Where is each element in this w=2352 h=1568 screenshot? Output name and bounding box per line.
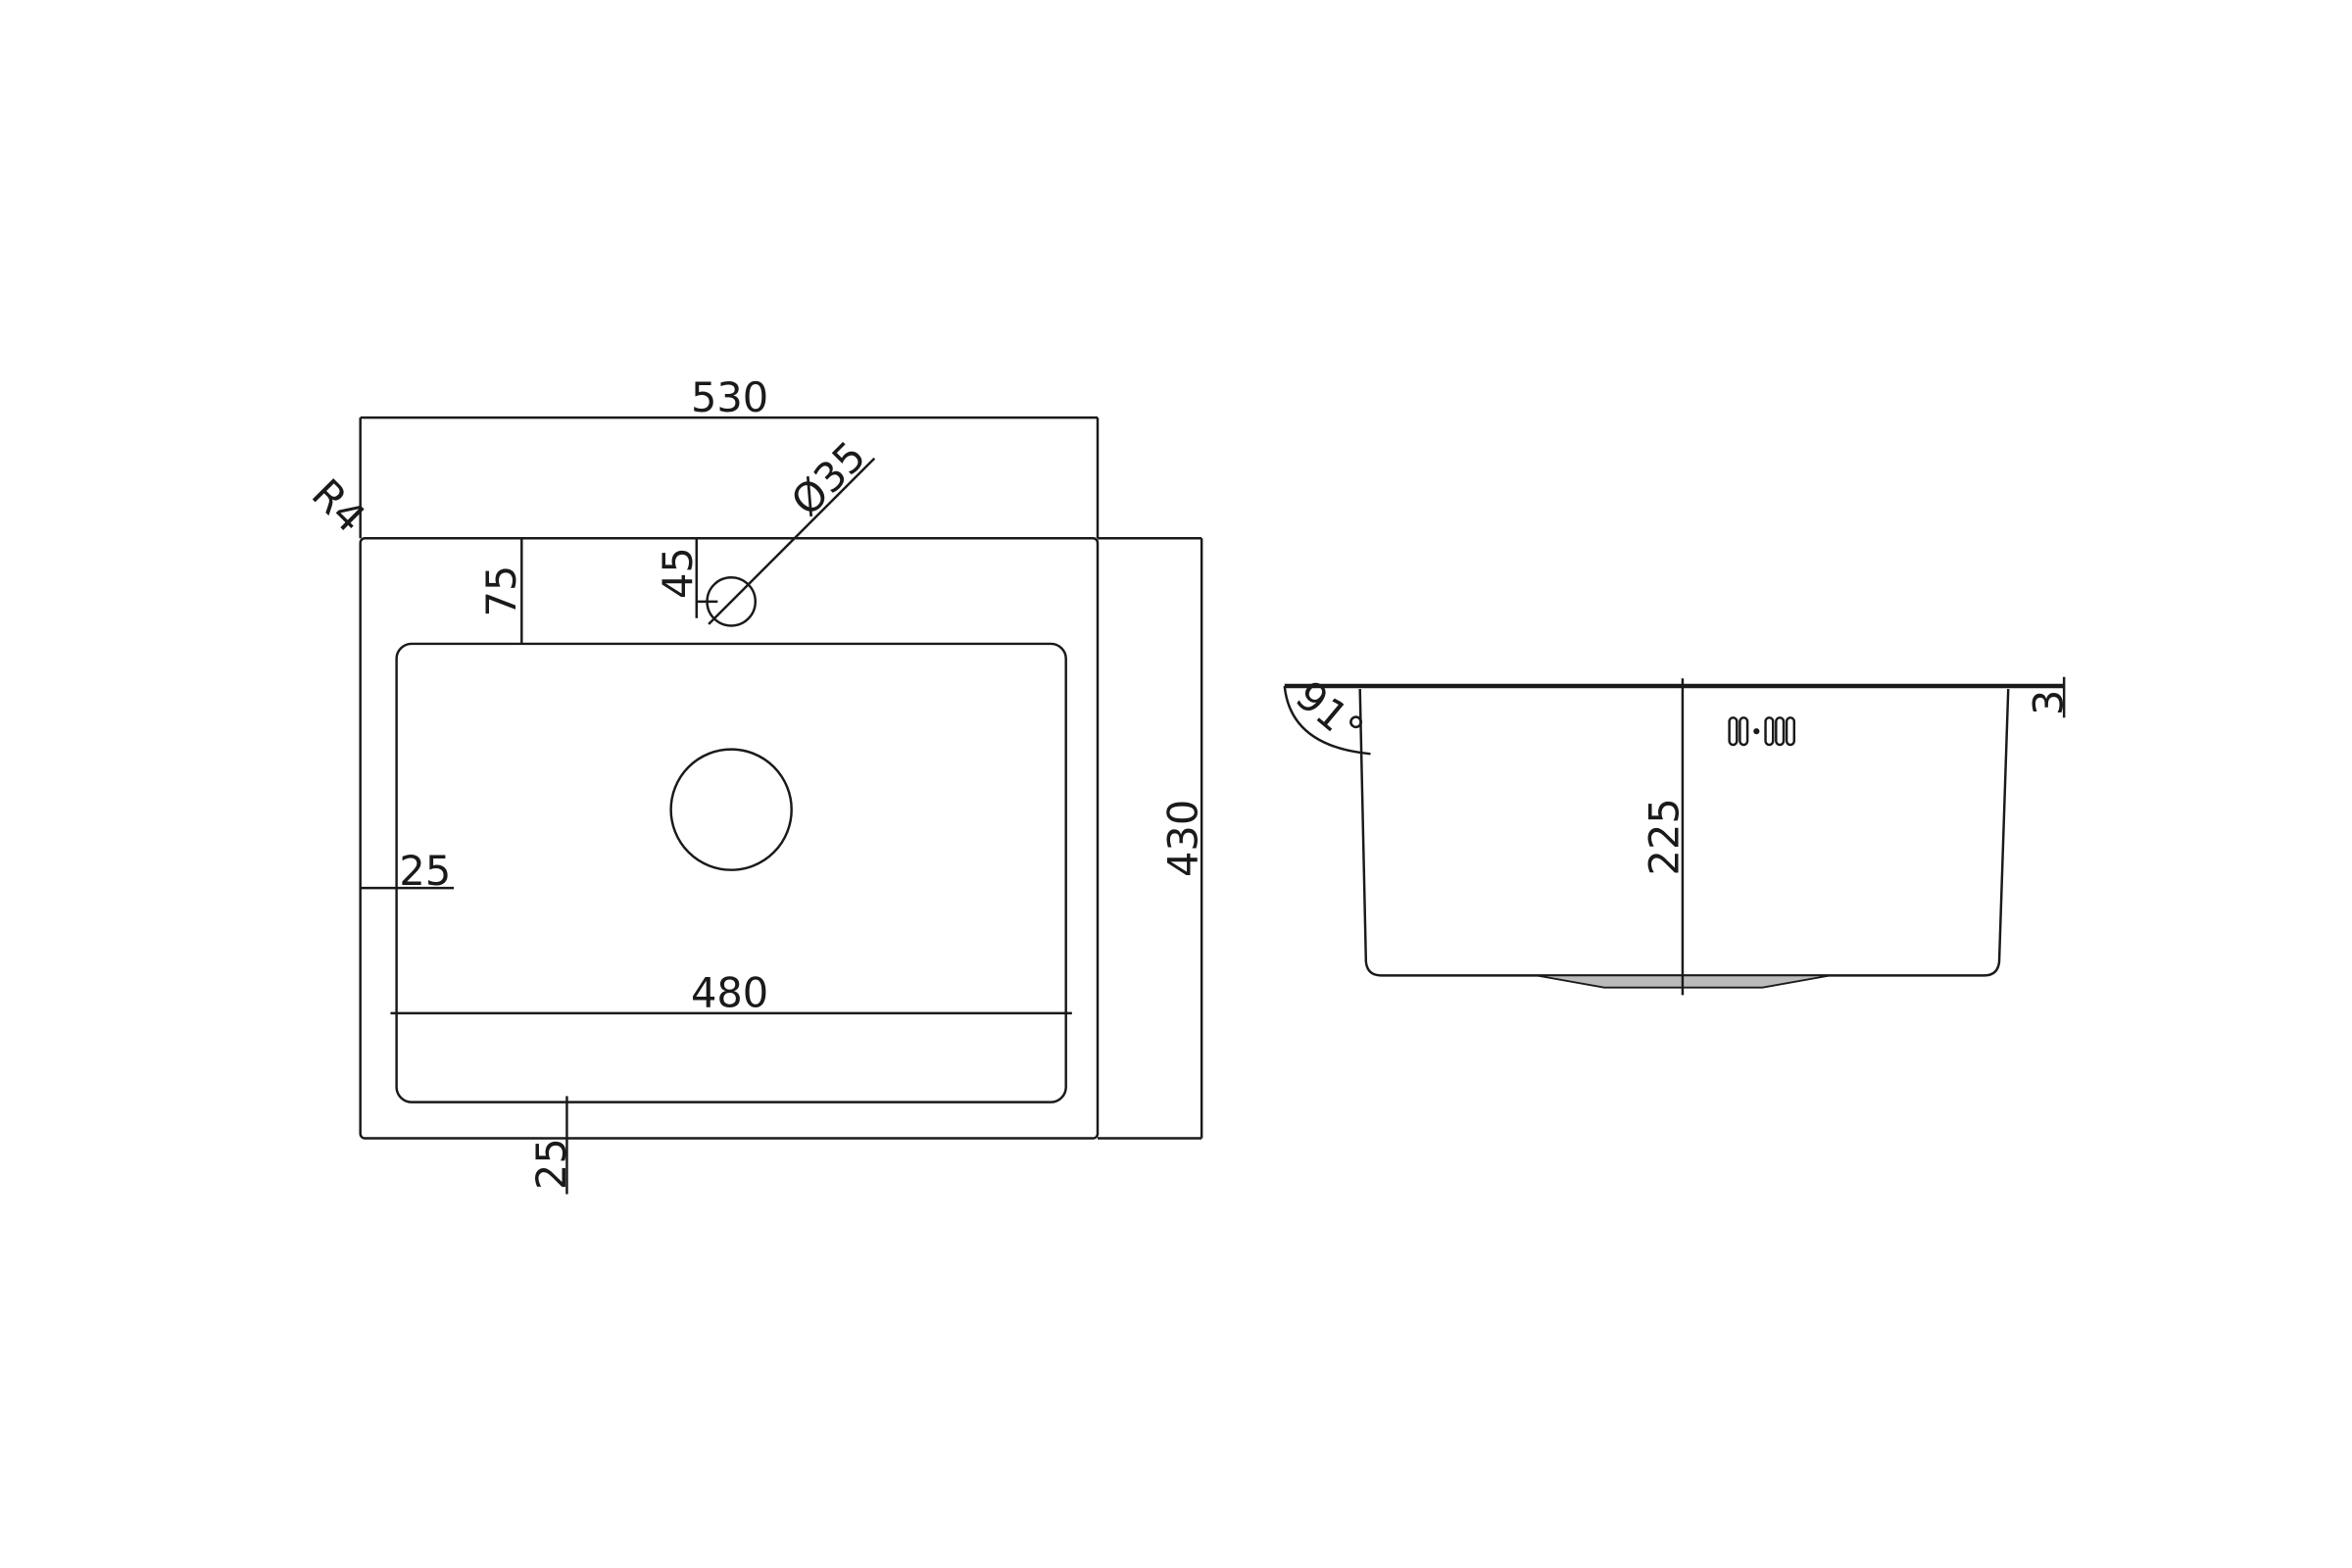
dimension-wall-angle: 91° bbox=[1283, 671, 1373, 756]
sink-outer-outline bbox=[359, 537, 1100, 1140]
dimension-label-radius: R4 bbox=[303, 469, 375, 542]
dimension-label-tap-diameter: Ø35 bbox=[782, 432, 875, 525]
dimension-top-margin: 75 bbox=[477, 538, 525, 644]
dimension-label-width: 530 bbox=[691, 373, 768, 421]
dimension-label-tap-offset: 45 bbox=[654, 547, 702, 599]
overflow-icon bbox=[1728, 716, 1796, 747]
dimension-side-margin: 25 bbox=[360, 847, 455, 895]
dimension-bowl-depth: 225 bbox=[1640, 678, 1688, 996]
dimension-tap-diameter: Ø35 bbox=[708, 432, 876, 625]
dimension-label-rim-thickness: 3 bbox=[2025, 690, 2073, 715]
dimension-label-depth: 430 bbox=[1159, 800, 1207, 877]
dimension-label-bowl-width: 480 bbox=[691, 969, 768, 1017]
dimension-depth: 430 bbox=[1098, 537, 1207, 1140]
side-view: 3 225 91° bbox=[1283, 671, 2073, 996]
top-view: 530 430 R4 Ø35 45 75 25 bbox=[303, 373, 1207, 1195]
dimension-label-side-margin: 25 bbox=[399, 847, 451, 895]
drain-hole bbox=[669, 748, 793, 871]
dimension-bowl-width: 480 bbox=[390, 969, 1072, 1017]
dimension-label-bottom-margin: 25 bbox=[527, 1138, 575, 1190]
dimension-label-top-margin: 75 bbox=[477, 565, 525, 617]
dimension-tap-offset: 45 bbox=[654, 537, 730, 618]
dimension-bottom-margin: 25 bbox=[527, 1096, 575, 1195]
dimension-label-bowl-depth: 225 bbox=[1640, 798, 1688, 875]
dimension-width: 530 bbox=[359, 373, 1100, 539]
bowl-outline bbox=[395, 642, 1067, 1103]
